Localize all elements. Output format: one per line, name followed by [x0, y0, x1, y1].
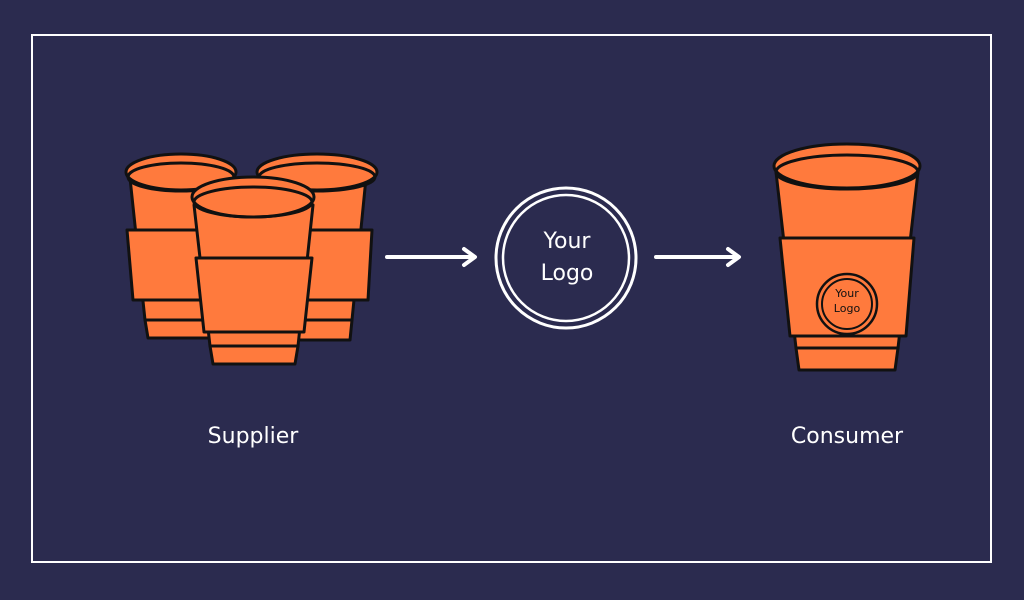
logo-circle-icon: [494, 186, 638, 330]
branded-cup-icon: [772, 142, 922, 372]
supplier-label: Supplier: [207, 424, 299, 449]
consumer-label: Consumer: [790, 424, 904, 449]
logo-text: Your Logo: [497, 226, 637, 290]
diagram-frame: [31, 34, 992, 563]
cup-logo-text: Your Logo: [817, 286, 877, 316]
cup-logo-line-2: Logo: [833, 302, 861, 315]
arrow-right-icon: [385, 247, 477, 267]
cup-logo-line-1: Your: [835, 287, 859, 300]
arrow-right-icon: [654, 247, 741, 267]
logo-line-2: Logo: [540, 261, 594, 286]
cup-front-icon: [190, 175, 316, 366]
logo-line-1: Your: [543, 229, 591, 254]
